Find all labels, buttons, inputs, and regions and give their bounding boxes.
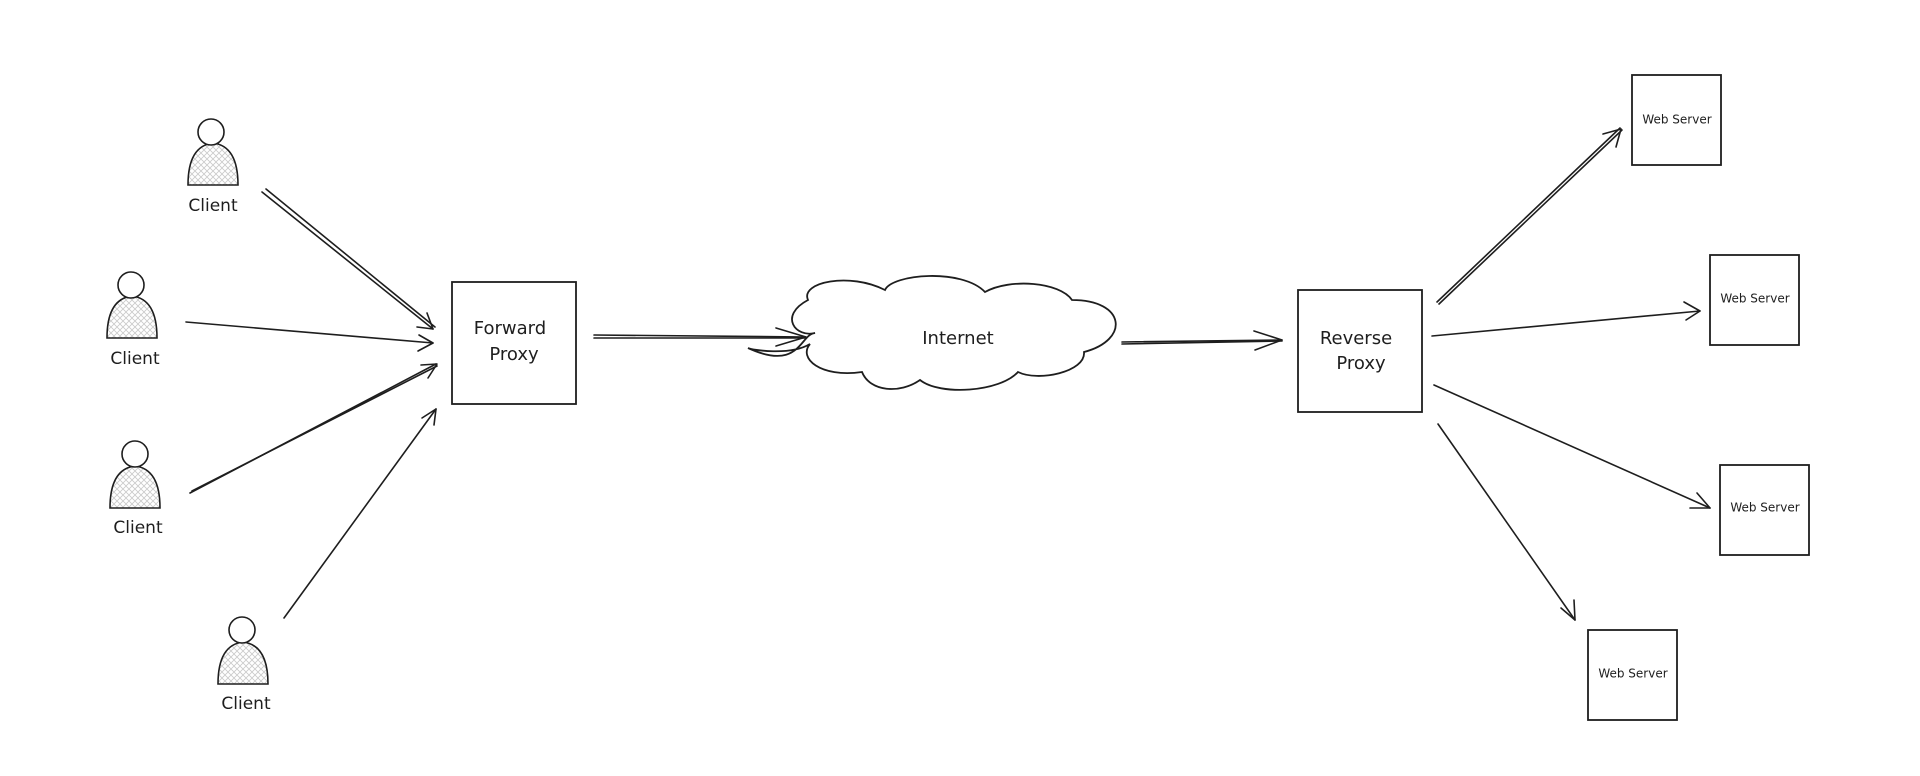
arrowhead-icon (416, 312, 434, 330)
reverse-proxy-box (1297, 289, 1423, 413)
web-server-1-label: Web Server (1642, 113, 1711, 127)
forward-proxy-line2: Proxy (489, 344, 539, 365)
web-server-4-box (1587, 629, 1678, 721)
arrow-reverse-proxy-to-web-server-3 (1433, 384, 1711, 509)
client-2-label: Client (110, 349, 160, 369)
client-2: Client (106, 271, 160, 369)
client-4: Client (217, 616, 271, 714)
web-server-4: Web Server (1587, 629, 1678, 721)
arrowhead-icon (1689, 492, 1711, 509)
web-server-1: Web Server (1631, 74, 1722, 166)
web-server-3-label: Web Server (1730, 501, 1799, 515)
internet-label: Internet (922, 328, 993, 349)
arrowhead-icon (1683, 301, 1701, 321)
forward-proxy-box (451, 281, 577, 405)
web-server-2-box (1709, 254, 1800, 346)
web-server-1-box (1631, 74, 1722, 166)
web-server-3: Web Server (1719, 464, 1810, 556)
arrow-reverse-proxy-to-web-server-2 (1431, 301, 1701, 337)
arrow-client2-to-forward-proxy (185, 321, 434, 352)
client-4-head-icon (228, 616, 256, 644)
client-1-head-icon (197, 118, 225, 146)
arrowhead-icon (417, 334, 434, 352)
reverse-proxy: Reverse Proxy (1297, 289, 1423, 413)
forward-proxy: Forward Proxy (451, 281, 577, 405)
arrow-client3-to-forward-proxy (189, 363, 438, 494)
client-2-body-icon (106, 295, 158, 339)
internet: Internet (747, 275, 1117, 391)
client-3-head-icon (121, 440, 149, 468)
arrowhead-icon (421, 408, 437, 426)
arrowhead-icon (1602, 128, 1622, 148)
client-1-body-icon (187, 142, 239, 186)
arrow-client1-to-forward-proxy (261, 188, 436, 330)
client-2-head-icon (117, 271, 145, 299)
client-1-label: Client (188, 196, 238, 216)
cloud-icon (747, 275, 1117, 391)
arrow-client4-to-forward-proxy (283, 408, 437, 619)
web-server-2-label: Web Server (1720, 292, 1789, 306)
arrow-reverse-proxy-to-web-server-1 (1436, 127, 1623, 305)
arrowhead-icon (1253, 330, 1283, 351)
forward-proxy-line1: Forward (474, 318, 546, 339)
web-server-4-label: Web Server (1598, 667, 1667, 681)
arrowhead-icon (420, 363, 438, 379)
client-3-label: Client (113, 518, 163, 538)
arrowhead-icon (775, 327, 807, 347)
arrow-internet-to-reverse-proxy (1121, 330, 1283, 351)
arrowhead-icon (1560, 599, 1576, 621)
client-3-body-icon (109, 465, 161, 509)
arrow-forward-proxy-to-internet (593, 327, 807, 347)
reverse-proxy-line1: Reverse (1320, 328, 1392, 349)
web-server-3-box (1719, 464, 1810, 556)
web-server-2: Web Server (1709, 254, 1800, 346)
client-3: Client (109, 440, 163, 538)
client-1: Client (187, 118, 239, 216)
client-4-body-icon (217, 641, 269, 685)
client-4-label: Client (221, 694, 271, 714)
arrow-reverse-proxy-to-web-server-4 (1437, 423, 1576, 621)
reverse-proxy-line2: Proxy (1336, 353, 1386, 374)
